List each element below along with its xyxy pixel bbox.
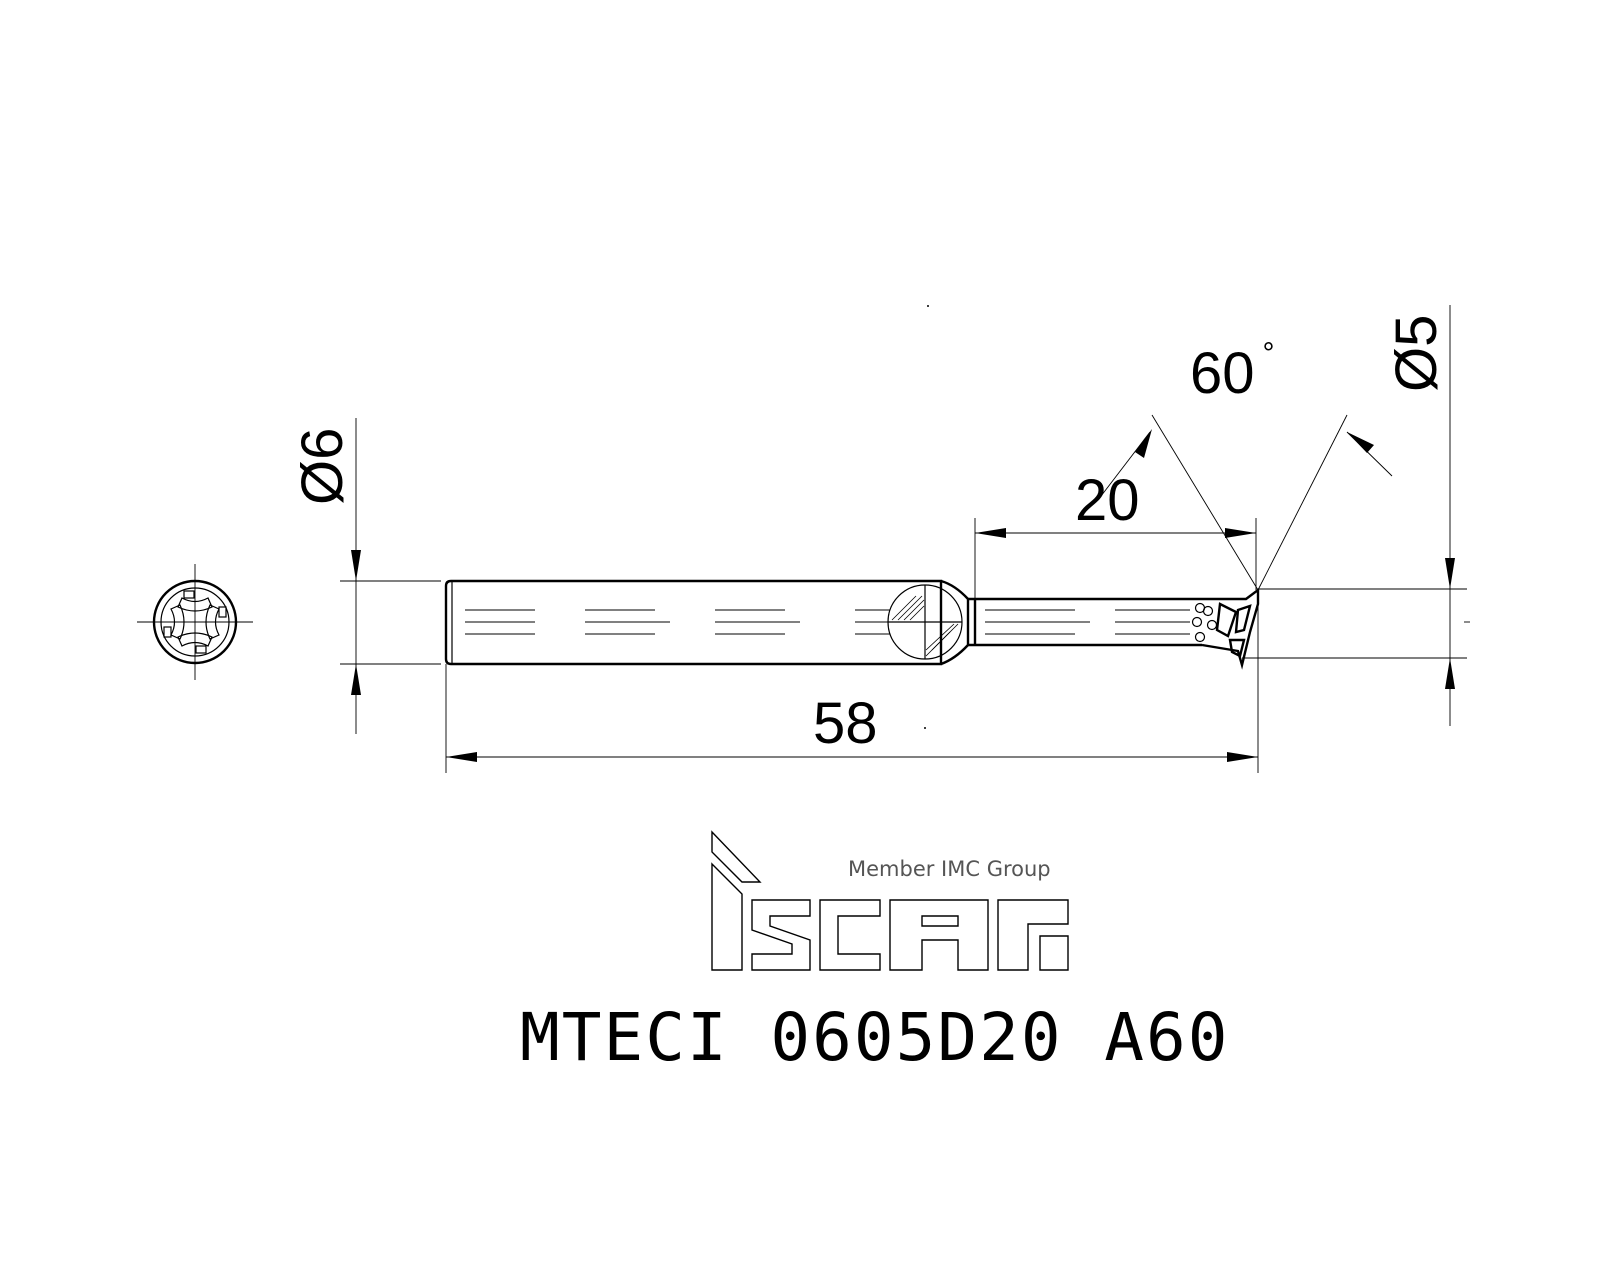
logo-letter-s: [751, 899, 811, 971]
drafting-dot: [924, 727, 926, 729]
iscar-logo: [711, 830, 1069, 971]
dim-overall-length: 58: [445, 604, 1259, 773]
end-view: [137, 564, 253, 680]
shank-diameter-label: Ø6: [290, 428, 355, 505]
dim-shank-diameter: Ø6: [290, 418, 441, 734]
cutting-diameter-label: Ø5: [1384, 315, 1449, 392]
logo-letter-c: [819, 899, 881, 971]
angle-value: 60: [1190, 341, 1255, 406]
dim-neck-length: 20: [974, 468, 1257, 599]
neck-taper: [940, 579, 970, 666]
end-view-outer-circle: [152, 579, 238, 665]
dim-angle: 60°: [1097, 337, 1393, 591]
logo-letter-i-stem: [711, 862, 743, 971]
dim-cutting-diameter: Ø5: [1242, 305, 1470, 726]
neck-hidden-lines: [985, 609, 1190, 635]
logo-letter-r: [997, 899, 1069, 971]
logo-letter-a: [889, 899, 989, 971]
angle-text-group: 60°: [1190, 337, 1275, 406]
neck-body: [968, 597, 1202, 647]
cutting-head: [1191, 587, 1260, 670]
overall-length-label: 58: [813, 691, 878, 756]
tool-side-view: [444, 579, 1260, 670]
product-code: MTECI 0605D20 A60: [520, 999, 1230, 1076]
drafting-dot: [927, 305, 929, 307]
end-view-flutes: [163, 590, 227, 654]
end-view-inner-circle: [160, 587, 230, 657]
angle-unit: °: [1263, 337, 1275, 370]
shank-section-symbol: [887, 584, 963, 660]
logo-letter-i-dot: [711, 830, 762, 883]
shank-body: [444, 579, 943, 666]
shank-hidden-lines: [465, 609, 890, 635]
logo-tagline: Member IMC Group: [848, 857, 1051, 881]
neck-length-label: 20: [1075, 468, 1140, 533]
